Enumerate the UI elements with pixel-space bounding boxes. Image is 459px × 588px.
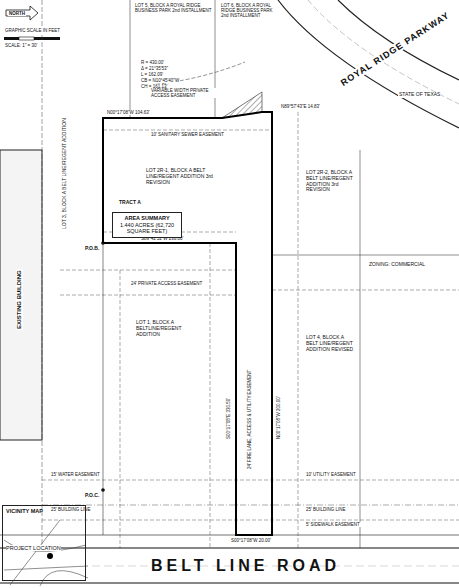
plat-label: 24' PRIVATE ACCESS EASEMENT: [130, 281, 203, 286]
plat-label: CB = N10°45'40"W: [140, 78, 180, 83]
box-heading: VICINITY MAP: [6, 508, 82, 515]
plat-label: EXISTING BUILDING: [16, 269, 23, 330]
box-heading: AREA SUMMARY: [116, 215, 178, 222]
plat-label: L = 162.09': [140, 72, 164, 77]
plat-label: 10' SANITARY SEWER EASEMENT: [150, 132, 225, 137]
plat-label: P.O.B.: [84, 246, 100, 252]
plat-label: 15' WATER EASEMENT: [50, 472, 101, 477]
plat-label: SCALE: 1" = 30': [4, 43, 38, 48]
area-summary-box: AREA SUMMARY1.440 ACRES (62,720 SQUARE F…: [112, 212, 182, 238]
box-text: PROJECT LOCATION: [6, 545, 61, 552]
plat-label: S00°17'08"E 330.50': [226, 397, 231, 440]
plat-label: ROYAL RIDGE PARKWAY: [338, 9, 452, 88]
box-text: 1.440 ACRES (62,720 SQUARE FEET): [116, 222, 178, 235]
plat-label: 25' BUILDING LINE: [305, 507, 347, 512]
plat-label: 5' SIDEWALK EASEMENT: [305, 522, 361, 527]
plat-label: TRACT A: [118, 200, 142, 206]
plat-label: N00°17'08"W 200.00': [276, 395, 281, 440]
plat-label: STATE OF TEXAS: [398, 92, 441, 98]
plat-label: NORTH: [8, 11, 26, 16]
plat-label: ZONING: COMMERCIAL: [368, 262, 426, 268]
plat-label: LOT 3, BLOCK A BELT LINE/REGENT ADDITION: [62, 117, 68, 230]
plat-label: LOT 2R-1, BLOCK A BELT LINE/REGENT ADDIT…: [145, 168, 225, 185]
plat-label: VARIABLE WIDTH PRIVATE ACCESS EASEMENT: [150, 88, 222, 98]
plat-label: LOT 2R-2, BLOCK A BELT LINE/REGENT ADDIT…: [305, 170, 357, 193]
plat-label: P.O.C.: [84, 493, 100, 499]
plat-label: R = 430.00': [140, 60, 165, 65]
plat-label: LOT 1, BLOCK A BELTLINE/REGENT ADDITION: [135, 320, 207, 337]
plat-label: LOT 5, BLOCK A ROYAL RIDGE BUSINESS PARK…: [134, 3, 214, 13]
plat-label: 24' FIRE LANE, ACCESS & UTILITY EASEMENT: [247, 369, 252, 470]
vicinity-map-box: VICINITY MAP PROJECT LOCATION: [2, 505, 86, 581]
plat-label: GRAPHIC SCALE IN FEET: [4, 28, 61, 33]
plat-label: N00°17'08"W 104.63': [106, 110, 151, 115]
plat-label: LOT 4, BLOCK A BELT LINE/REGENT ADDITION…: [305, 335, 357, 352]
plat-label: LOT 6, BLOCK A ROYAL RIDGE BUSINESS PARK…: [220, 3, 280, 19]
plat-label: S00°17'08"W 20.00': [230, 538, 272, 543]
plat-label: BELT LINE ROAD: [150, 557, 341, 575]
plat-label: N89°57'43"E 14.83': [280, 104, 321, 109]
plat-label: 10' UTILITY EASEMENT: [305, 472, 357, 477]
plat-label: Δ = 21°35'53": [140, 66, 169, 71]
